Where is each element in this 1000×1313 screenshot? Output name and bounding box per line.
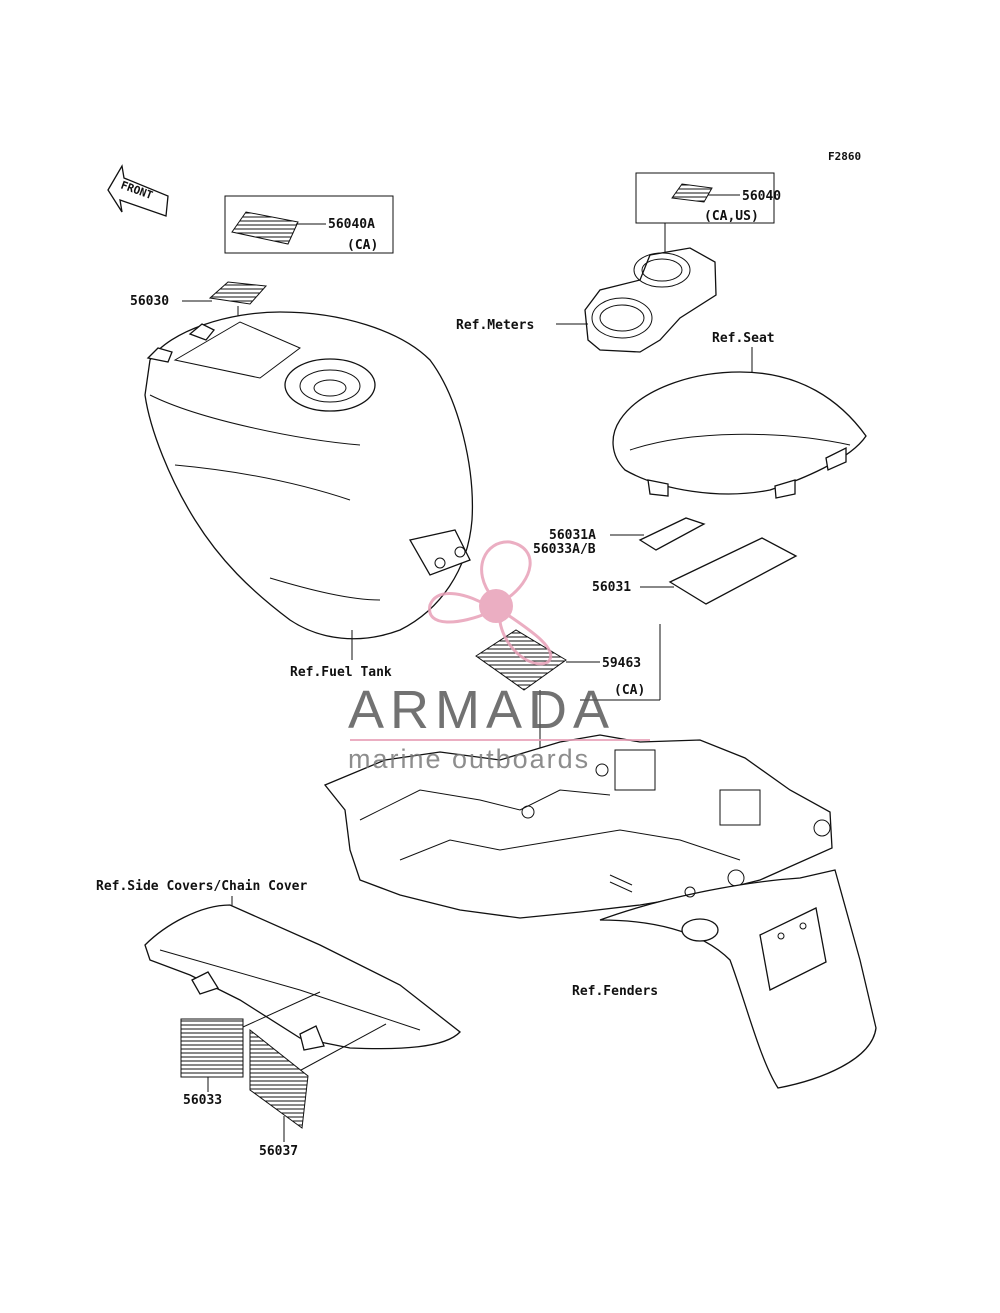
ref-meters-label: Ref.Meters (456, 318, 534, 333)
armada-watermark: ARMADA marine outboards (348, 540, 650, 774)
part-number-59463: 59463 (602, 656, 641, 671)
ref-seat-label: Ref.Seat (712, 331, 775, 346)
decal-56031A (638, 517, 706, 551)
watermark-title: ARMADA (348, 680, 615, 740)
decal-56030 (208, 281, 268, 305)
part-number-56031: 56031 (592, 580, 631, 595)
fuel-tank-drawing: Ref.Fuel Tank (144, 311, 474, 680)
ref-side-covers-label: Ref.Side Covers/Chain Cover (96, 879, 307, 894)
label-56040-callout: 56040 (CA,US) (635, 172, 781, 258)
callout-box-56040 (635, 172, 775, 224)
part-number-56033AB: 56033A/B (533, 542, 596, 557)
part-number-56030: 56030 (130, 294, 169, 309)
note-56040A: (CA) (347, 238, 378, 253)
label-56030-callout: 56030 (130, 281, 268, 350)
part-number-56040: 56040 (742, 189, 781, 204)
part-number-56040A: 56040A (328, 217, 375, 232)
front-arrow-icon: FRONT (107, 164, 169, 217)
label-56040A-callout: 56040A (CA) (224, 195, 394, 254)
decal-56037 (249, 1028, 309, 1129)
propeller-logo-icon (428, 540, 553, 666)
fenders-drawing: Ref.Fenders (323, 734, 877, 1089)
decal-56040 (671, 183, 713, 203)
watermark-subtitle: marine outboards (348, 744, 590, 774)
part-number-56033: 56033 (183, 1093, 222, 1108)
label-56033-callout: 56033 (180, 1018, 244, 1108)
chain-cover-drawing: Ref.Side Covers/Chain Cover (96, 879, 461, 1077)
part-number-56031A: 56031A (549, 528, 596, 543)
note-56040: (CA,US) (704, 209, 759, 224)
ref-fenders-label: Ref.Fenders (572, 984, 658, 999)
decal-59463 (475, 629, 567, 691)
decal-56031 (668, 537, 798, 605)
label-56031A-callout: 56031A 56033A/B (533, 517, 706, 557)
note-59463: (CA) (614, 683, 645, 698)
label-56031-callout: 56031 (592, 537, 798, 605)
ref-fuel-tank-label: Ref.Fuel Tank (290, 665, 392, 680)
part-number-56037: 56037 (259, 1144, 298, 1159)
callout-box-56040A (224, 195, 394, 254)
meters-drawing: Ref.Meters (456, 247, 717, 353)
decal-56033 (180, 1018, 244, 1078)
label-56037-callout: 56037 (249, 1028, 309, 1159)
figure-code: F2860 (828, 150, 861, 163)
seat-drawing: Ref.Seat (612, 331, 867, 499)
decal-56040A (231, 211, 299, 245)
